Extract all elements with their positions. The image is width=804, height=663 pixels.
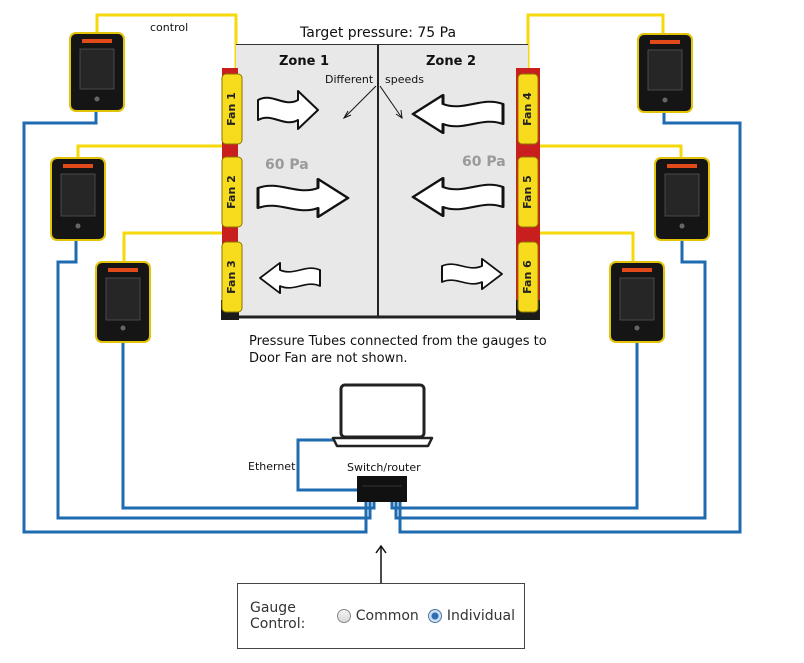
fan-1-label: Fan 1 [225, 92, 238, 126]
arrow-right-icon [256, 178, 350, 218]
option-common[interactable]: Common [336, 608, 419, 624]
speeds-label: speeds [385, 73, 424, 86]
individual-radio-label: Individual [446, 608, 515, 624]
fan-1-body [221, 73, 243, 145]
fan-4-body [517, 73, 539, 145]
target-pressure-title: Target pressure: 75 Pa [300, 25, 457, 41]
arrow-left-icon [259, 261, 321, 295]
common-radio[interactable] [336, 609, 351, 623]
gauge-3 [95, 261, 151, 343]
zone-2-title: Zone 2 [426, 54, 477, 69]
fan-4-label: Fan 4 [521, 92, 534, 126]
fan-2-body [221, 156, 243, 228]
fan-6-body [517, 241, 539, 313]
ethernet-label: Ethernet [248, 460, 296, 473]
gauges [50, 32, 710, 343]
option-individual[interactable]: Individual [427, 608, 515, 624]
pressure-tubes-note: Pressure Tubes connected from the gauges… [249, 334, 547, 366]
fan-5-label: Fan 5 [521, 175, 534, 209]
fan-3-body [221, 241, 243, 313]
gauge-2 [50, 157, 106, 241]
individual-radio[interactable] [427, 609, 442, 623]
zone-2-pressure: 60 Pa [462, 154, 506, 170]
zone-1-title: Zone 1 [279, 54, 330, 69]
gauge-control-panel: Gauge Control: Common Individual [237, 583, 525, 649]
laptop-icon [331, 383, 434, 448]
fan-5-body [517, 156, 539, 228]
gauge-control-label: Gauge Control: [250, 600, 306, 632]
arrow-right-icon [441, 257, 503, 291]
arrow-left-icon [411, 177, 505, 217]
arrow-right-icon [257, 90, 319, 130]
fan-2-label: Fan 2 [225, 175, 238, 209]
switch-router-label: Switch/router [347, 461, 421, 474]
different-label: Different [325, 73, 374, 86]
gauge-4 [637, 33, 693, 113]
pointer-lines [342, 85, 403, 120]
zone-1-pressure: 60 Pa [265, 157, 309, 173]
fan-units [221, 73, 539, 313]
control-label: control [150, 21, 189, 34]
fan-3-label: Fan 3 [225, 260, 238, 294]
fan-6-label: Fan 6 [521, 260, 534, 294]
blue-ethernet-wires [22, 110, 742, 534]
common-radio-label: Common [355, 608, 419, 624]
gauge-5 [654, 157, 710, 241]
control-arrow [375, 544, 387, 584]
gauge-6 [609, 261, 665, 343]
gauge-1 [69, 32, 125, 112]
switch-router-icon [357, 476, 407, 502]
airflow-arrows [256, 90, 505, 295]
arrow-left-icon [411, 94, 505, 134]
